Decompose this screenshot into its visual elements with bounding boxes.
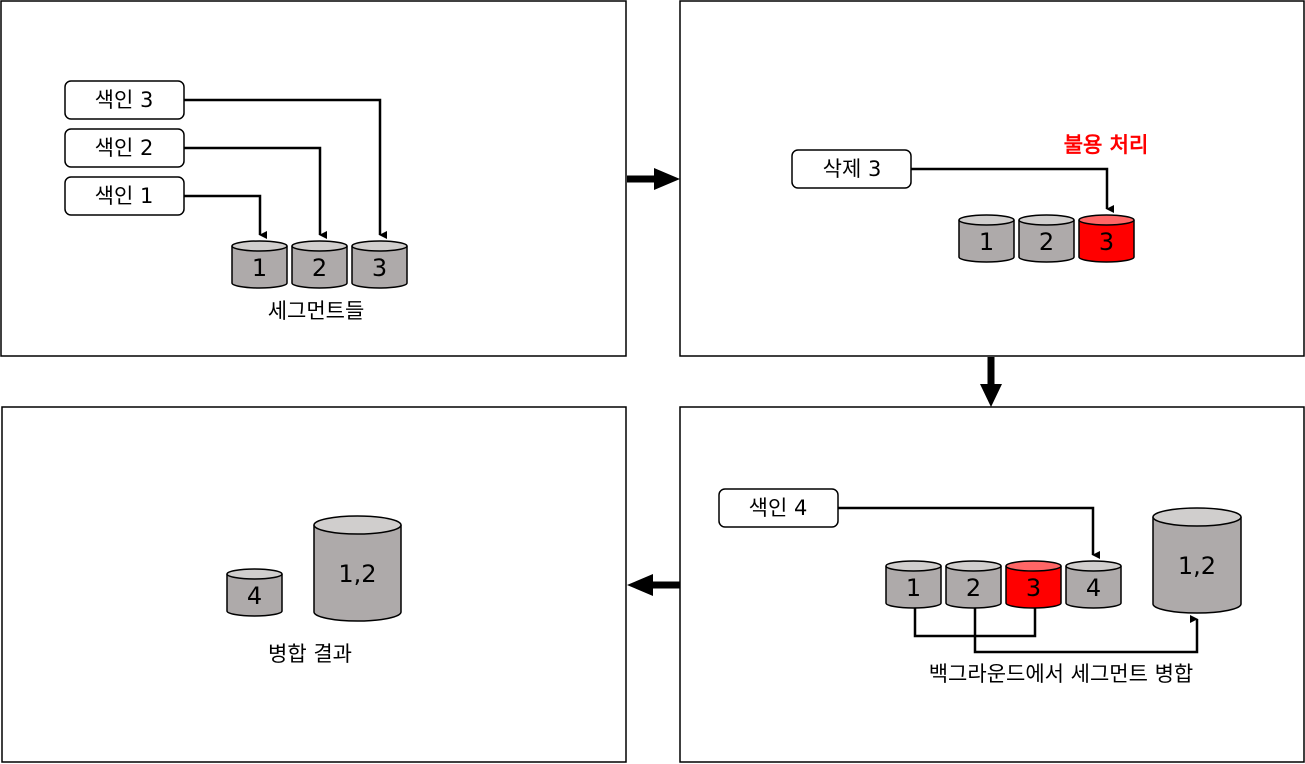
flow-arrow-right — [627, 168, 680, 190]
delete-box: 삭제 3 — [791, 149, 912, 189]
segment-cylinder: 2 — [291, 240, 348, 289]
segment-cylinder: 1,2 — [313, 515, 402, 622]
index-label: 색인 1 — [95, 184, 154, 208]
flow-arrow-down — [980, 357, 1002, 407]
connector-index3 — [184, 98, 387, 239]
connector-index4 — [838, 506, 1100, 559]
segment-label: 2 — [312, 254, 327, 282]
segment-label: 4 — [247, 582, 262, 610]
index-box-4: 색인 4 — [718, 488, 839, 528]
segment-label: 3 — [1026, 574, 1041, 602]
index-label: 색인 2 — [95, 136, 154, 160]
connector-delete — [911, 167, 1114, 213]
segment-label: 1 — [906, 574, 921, 602]
segment-label: 3 — [372, 254, 387, 282]
segment-label: 1,2 — [1178, 552, 1216, 580]
index-box-3: 색인 3 — [64, 80, 185, 120]
result-caption: 병합 결과 — [268, 642, 352, 666]
index-box-2: 색인 2 — [64, 128, 185, 168]
flow-arrow-left — [627, 574, 680, 596]
segment-cylinder-deleted: 3 — [1078, 214, 1135, 263]
segment-cylinder: 4 — [1065, 560, 1122, 609]
segment-cylinder-deleted: 3 — [1005, 560, 1062, 609]
panel-delete — [679, 0, 1305, 357]
segment-cylinder: 3 — [351, 240, 408, 289]
segment-label: 1,2 — [338, 560, 376, 588]
connector-merge — [973, 608, 1199, 654]
delete-label: 삭제 3 — [823, 157, 882, 181]
segment-cylinder: 2 — [945, 560, 1002, 609]
segment-label: 1 — [252, 254, 267, 282]
segment-label: 3 — [1099, 228, 1114, 256]
segments-caption: 세그먼트들 — [268, 299, 365, 323]
segment-cylinder: 1 — [885, 560, 942, 609]
index-label: 색인 4 — [749, 496, 808, 520]
mark-deleted-label: 불용 처리 — [1064, 133, 1149, 157]
segment-cylinder: 1 — [231, 240, 288, 289]
segment-cylinder: 4 — [226, 568, 283, 617]
segment-label: 4 — [1086, 574, 1101, 602]
segment-cylinder: 1,2 — [1152, 507, 1242, 614]
segment-cylinder: 2 — [1018, 214, 1075, 263]
connector-index2 — [184, 146, 327, 239]
merge-caption: 백그라운드에서 세그먼트 병합 — [929, 662, 1194, 686]
index-label: 색인 3 — [95, 88, 154, 112]
segment-label: 1 — [979, 228, 994, 256]
connector-index1 — [184, 194, 267, 239]
index-box-1: 색인 1 — [64, 176, 185, 216]
segment-cylinder: 1 — [958, 214, 1015, 263]
segment-label: 2 — [1039, 228, 1054, 256]
segment-label: 2 — [966, 574, 981, 602]
